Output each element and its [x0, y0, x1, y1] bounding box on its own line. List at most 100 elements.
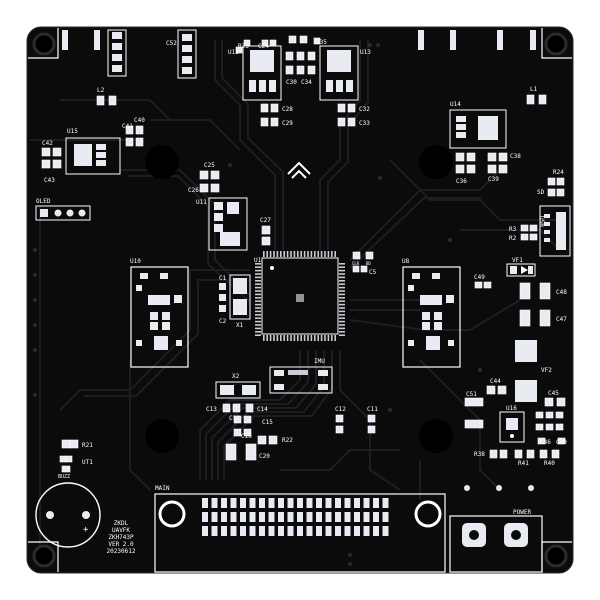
label-c34: C34 [301, 79, 312, 86]
main-connector-pin [306, 526, 313, 536]
right-caps [474, 281, 551, 327]
mcu-pin [324, 251, 326, 257]
mcu-pin [255, 293, 261, 296]
mcu-pin [334, 335, 336, 341]
label-c38: C38 [510, 153, 521, 160]
mcu-pin [255, 307, 261, 309]
main-connector-pin [316, 526, 322, 536]
mcu-pin [255, 273, 261, 275]
label-c28: C28 [282, 106, 293, 113]
svg-text:+: + [83, 525, 89, 535]
mcu-pin [320, 251, 323, 257]
u1-mcu [255, 251, 345, 341]
mcu-pin [339, 280, 345, 282]
label-r22: R22 [282, 437, 293, 444]
main-connector-pin [325, 498, 332, 508]
mcu-pin [327, 335, 330, 341]
main-connector-pin [259, 498, 265, 508]
mcu-pin [339, 266, 345, 268]
mcu-pin [339, 307, 345, 309]
label-usb: USB [538, 216, 545, 227]
main-connector-pin [354, 512, 360, 522]
mcu-pin [339, 300, 345, 302]
mcu-pin [320, 335, 323, 341]
mounting-hole-inner-br [419, 419, 453, 453]
board-info-line-1: ZKDL [114, 520, 129, 527]
label-c20: C20 [259, 453, 270, 460]
label-u12: U12 [228, 49, 239, 56]
mcu-pin [255, 290, 261, 292]
main-connector-pin [335, 498, 341, 508]
main-connector-pin [297, 498, 303, 508]
main-connector-pin [344, 512, 351, 522]
mounting-hole-bottom-right [544, 544, 568, 568]
main-connector-pin [297, 526, 303, 536]
mcu-pin [307, 335, 309, 341]
main-connector-pin [249, 498, 256, 508]
label-r40: R40 [544, 460, 555, 467]
c27-pads [261, 225, 271, 246]
mcu-pin [255, 263, 261, 265]
main-connector-pin [240, 498, 246, 508]
label-c47: C47 [556, 316, 567, 323]
label-x1: X1 [236, 322, 244, 329]
label-c36: C36 [456, 178, 467, 185]
label-c35: C35 [316, 39, 327, 46]
label-c26: C26 [188, 187, 199, 194]
mcu-pin [334, 251, 336, 257]
main-connector-pin [287, 526, 294, 536]
mcu-pin [339, 276, 345, 279]
label-c44: C44 [490, 378, 501, 385]
vias [33, 43, 482, 566]
mcu-pin [255, 300, 261, 302]
label-c1: C1 [219, 275, 227, 282]
vf1-diode [506, 263, 536, 277]
label-x2: X2 [232, 373, 240, 380]
mcu-pin [339, 273, 345, 275]
main-connector-pin [259, 512, 265, 522]
mcu-pin [303, 251, 306, 257]
label-buzz: BUZZ [58, 474, 70, 480]
mcu-pin [339, 297, 345, 299]
main-connector-pin [278, 526, 284, 536]
r2-r3-pads [520, 224, 538, 241]
mounting-hole-bottom-left [32, 544, 56, 568]
mcu-pin [269, 335, 272, 341]
board-info-line-5: 20230612 [107, 548, 136, 555]
mcu-pin [255, 310, 261, 313]
mcu-pin [280, 251, 282, 257]
mcu-pin [255, 320, 261, 323]
u14-regulator [449, 109, 507, 149]
mcu-pin [339, 310, 345, 313]
mcu-pin [255, 324, 261, 326]
main-connector-pin [354, 526, 360, 536]
main-connector-pin [278, 512, 284, 522]
label-c2: C2 [219, 318, 227, 325]
label-c14: C14 [257, 406, 268, 413]
main-connector-pin [344, 526, 351, 536]
vf2-fuse [515, 340, 537, 402]
label-oled: OLED [36, 198, 51, 205]
label-vf1: VF1 [512, 257, 523, 264]
main-connector-pin [221, 498, 227, 508]
mcu-pin [331, 251, 333, 257]
mcu-pin [286, 251, 289, 257]
mcu-pin [290, 335, 292, 341]
label-c16: C16 [241, 433, 252, 440]
mounting-hole-top-right [544, 32, 568, 56]
mcu-pin [339, 269, 345, 272]
main-connector-pin [249, 526, 256, 536]
mcu-pin [300, 335, 302, 341]
label-c52: C52 [166, 40, 177, 47]
label-c43: C43 [44, 177, 55, 184]
main-connector-pin [382, 498, 389, 508]
label-u11: U11 [196, 199, 207, 206]
label-clk: CLK [352, 261, 360, 266]
label-u1: U1 [254, 257, 262, 264]
mcu-pin [300, 251, 302, 257]
mcu-pin [339, 314, 345, 316]
label-u8: U8 [402, 258, 410, 265]
c52-pin-header [177, 29, 197, 79]
imu-sensor [269, 366, 333, 394]
mcu-pin [266, 335, 268, 341]
